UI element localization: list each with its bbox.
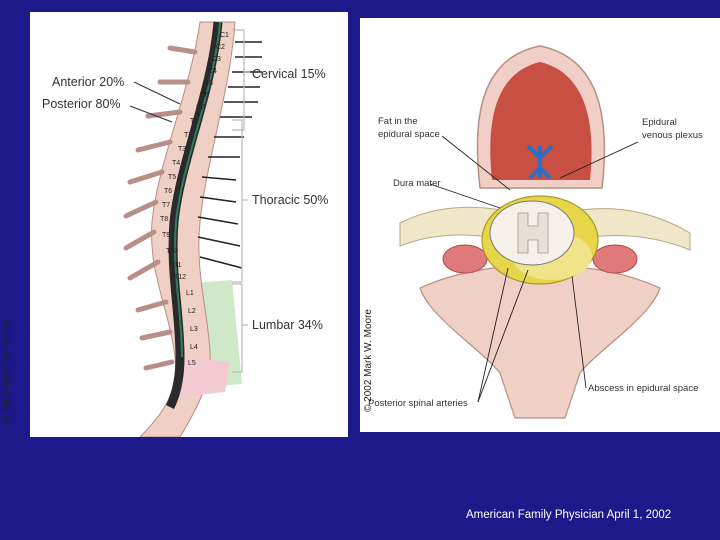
dura-mater-label: Dura mater	[393, 178, 441, 189]
footer-citation: American Family Physician April 1, 2002	[466, 509, 671, 521]
epidural-label-line2: venous plexus	[642, 130, 703, 141]
abscess-label: Abscess in epidural space	[588, 383, 698, 394]
cross-section-illustration	[360, 18, 720, 432]
vertebra-label: T6	[164, 188, 172, 195]
vertebra-label: T9	[162, 232, 170, 239]
vertebra-label: C2	[216, 44, 225, 51]
left-copyright-credit: © 2002 Mark W. Moore	[2, 320, 13, 423]
vertebra-label: C1	[220, 32, 229, 39]
vertebra-label: C3	[212, 56, 221, 63]
vertebra-label: L5	[188, 360, 196, 367]
posterior-label: Posterior 80%	[42, 97, 121, 111]
vertebra-label: C7	[196, 104, 205, 111]
vertebra-label: C4	[208, 68, 217, 75]
vertebra-label: L2	[188, 308, 196, 315]
vertebra-label: L1	[186, 290, 194, 297]
thoracic-label: Thoracic 50%	[252, 193, 328, 207]
vertebra-label: T10	[166, 248, 178, 255]
vertebra-label: T4	[172, 160, 180, 167]
right-copyright-credit: © 2002 Mark W. Moore	[363, 309, 374, 412]
arteries-label: Posterior spinal arteries	[368, 398, 468, 409]
cervical-label: Cervical 15%	[252, 67, 326, 81]
anterior-label: Anterior 20%	[52, 75, 124, 89]
vertebra-label: C6	[200, 92, 209, 99]
epidural-label-line1: Epidural	[642, 117, 677, 128]
spine-diagram-panel: Anterior 20% Posterior 80% Cervical 15% …	[30, 12, 348, 437]
vertebra-label: L4	[190, 344, 198, 351]
vertebra-label: T7	[162, 202, 170, 209]
posterior-arch	[420, 266, 660, 418]
vertebra-label: T2	[184, 132, 192, 139]
cross-section-panel: Fat in the epidural space Epidural venou…	[360, 18, 720, 432]
vertebra-label: T11	[170, 262, 182, 269]
left-facet	[443, 245, 487, 273]
fat-label-line2: epidural space	[378, 129, 440, 140]
vertebra-label: T3	[178, 146, 186, 153]
vertebra-label: T8	[160, 216, 168, 223]
right-facet	[593, 245, 637, 273]
lumbar-label: Lumbar 34%	[252, 318, 323, 332]
fat-label-line1: Fat in the	[378, 116, 418, 127]
vertebra-label: T1	[190, 118, 198, 125]
leader-lines	[130, 82, 180, 122]
vertebra-label: C5	[204, 80, 213, 87]
vertebra-label: T5	[168, 174, 176, 181]
vertebra-label: L3	[190, 326, 198, 333]
vertebra-label: T12	[174, 274, 186, 281]
